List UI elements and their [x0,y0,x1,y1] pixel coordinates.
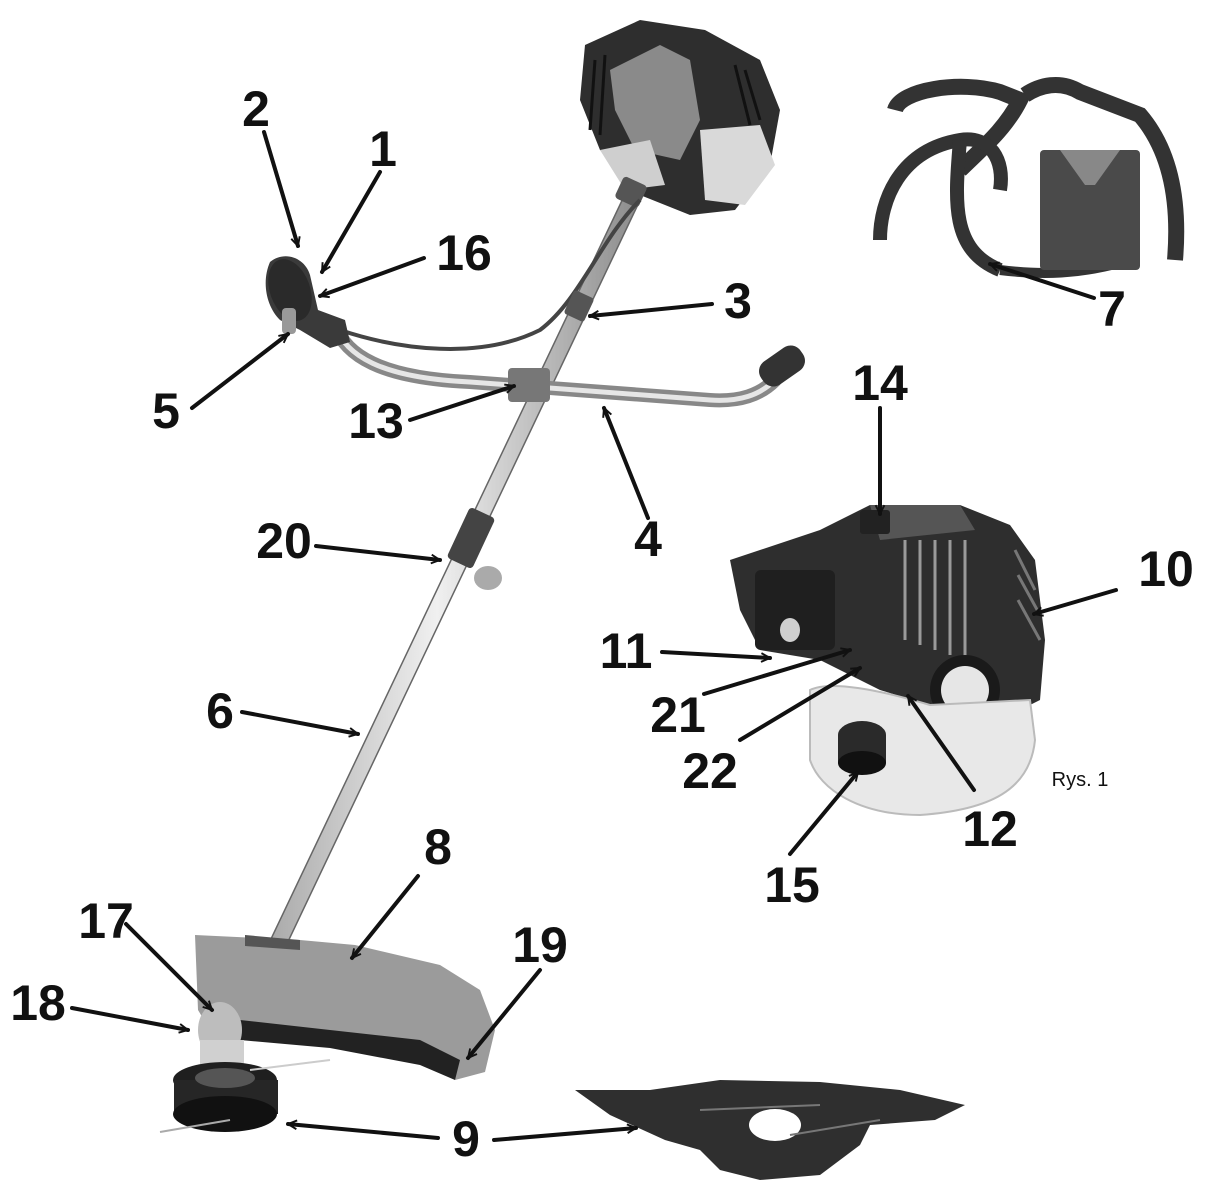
arrow-5 [190,332,290,410]
arrow-4 [602,406,650,520]
label-16: 16 [436,225,492,281]
arrow-13 [408,383,516,422]
callout-labels: 1 2 3 4 5 6 7 8 9 10 11 12 13 14 15 16 1… [10,81,1194,1167]
handlebar [328,318,805,408]
arrow-15 [788,770,860,856]
label-17: 17 [78,893,134,949]
callout-arrows [70,130,1118,1142]
cutting-blade [575,1080,965,1180]
arrow-11 [660,650,772,663]
label-6: 6 [206,683,234,739]
arrow-8 [350,874,420,960]
label-9: 9 [452,1111,480,1167]
label-5: 5 [152,383,180,439]
arrow-10 [1032,588,1118,617]
label-18: 18 [10,975,66,1031]
arrow-1 [320,170,382,274]
guard [195,935,495,1080]
arrow-20 [314,544,442,565]
arrow-22 [738,666,862,742]
label-12: 12 [962,801,1018,857]
arrow-16 [318,256,426,299]
label-22: 22 [682,743,738,799]
arrow-12 [906,694,976,792]
label-4: 4 [634,511,662,567]
label-14: 14 [852,355,908,411]
arrow-18 [70,1006,190,1034]
engine-top [580,20,780,215]
label-21: 21 [650,687,706,743]
label-10: 10 [1138,541,1194,597]
brushcutter-illustration [159,20,965,1180]
arrow-7 [988,261,1096,300]
arrow-17 [124,922,214,1012]
label-7: 7 [1098,281,1126,337]
arrow-3 [588,302,714,321]
arrow-19 [466,968,542,1060]
arrow-6 [240,710,360,738]
label-1: 1 [369,121,397,177]
label-19: 19 [512,917,568,973]
label-8: 8 [424,819,452,875]
label-20: 20 [256,513,312,569]
arrow-21 [702,647,852,696]
label-2: 2 [242,81,270,137]
arrow-9a [286,1119,440,1140]
harness-illustration [873,77,1185,278]
label-15: 15 [764,857,820,913]
label-13: 13 [348,393,404,449]
figure-caption: Rys. 1 [1052,769,1109,791]
arrow-9b [492,1123,638,1142]
engine-illustration [730,505,1045,817]
control-handle [265,256,350,348]
trimmer-head [159,1002,331,1133]
label-3: 3 [724,273,752,329]
label-11: 11 [600,623,653,679]
arrow-2 [262,130,301,248]
